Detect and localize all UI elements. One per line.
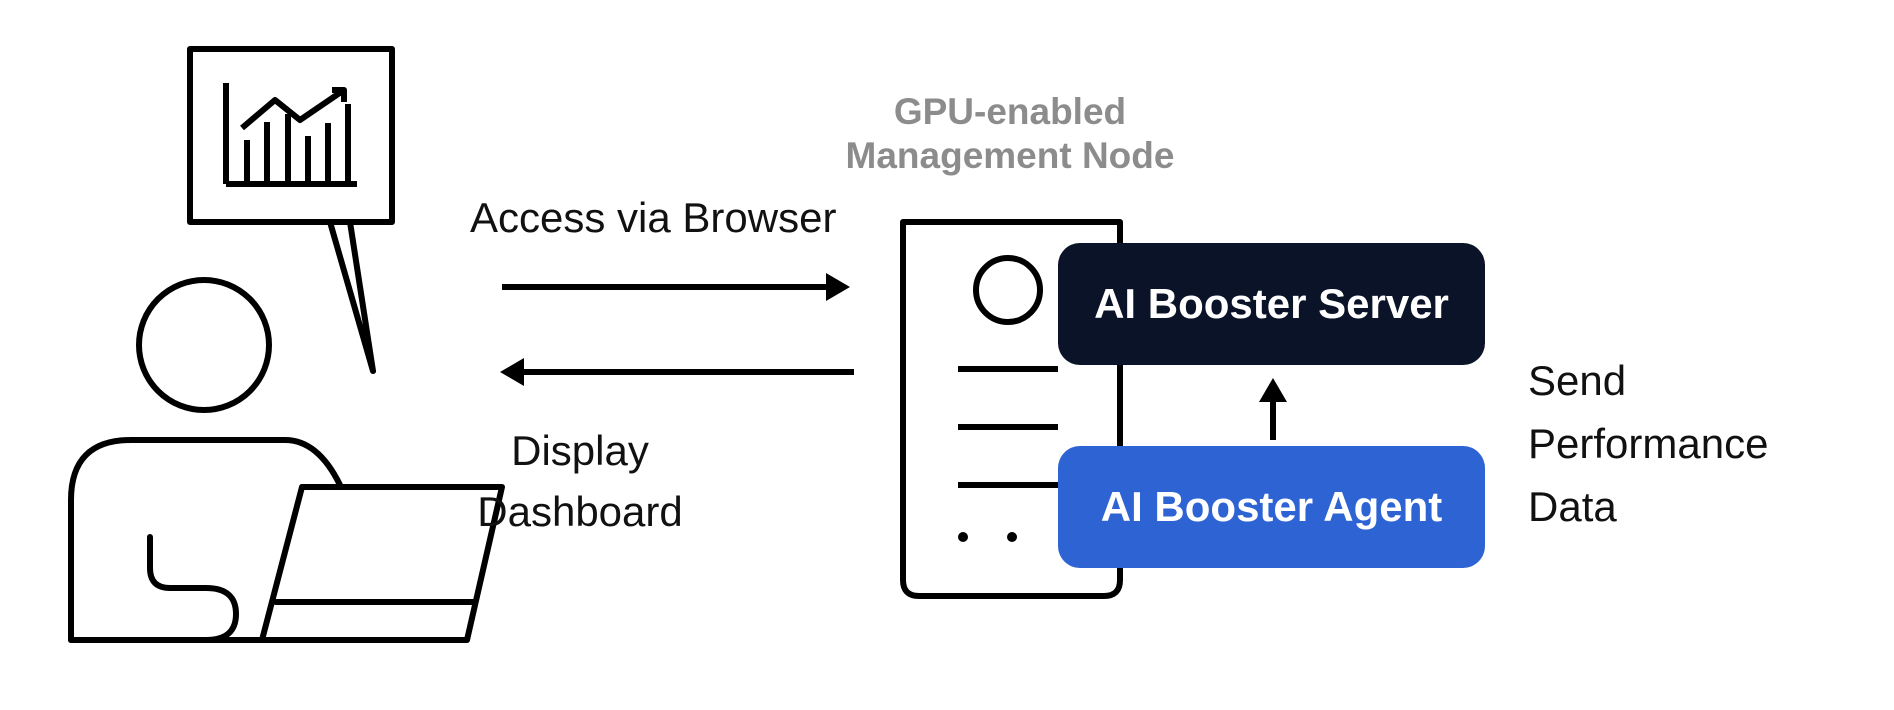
- display-arrow: [500, 358, 854, 386]
- speech-bubble-chart-icon: [187, 46, 395, 374]
- send-label-line2: Performance: [1528, 420, 1769, 467]
- display-label-line1: Display: [511, 427, 649, 474]
- access-arrow: [502, 273, 850, 301]
- user-at-laptop-icon: [68, 277, 505, 643]
- access-label: Access via Browser: [470, 194, 837, 241]
- ai-booster-agent-box: AI Booster Agent: [1058, 446, 1485, 568]
- ai-booster-server-box: AI Booster Server: [1058, 243, 1485, 365]
- send-label: Send Performance Data: [1528, 349, 1768, 538]
- send-label-line3: Data: [1528, 483, 1617, 530]
- node-title: GPU-enabled Management Node: [800, 90, 1220, 177]
- display-label-line2: Dashboard: [477, 488, 683, 536]
- server-dot: [958, 532, 968, 542]
- node-title-line2: Management Node: [845, 134, 1175, 176]
- server-icon: [900, 219, 1123, 599]
- send-label-line1: Send: [1528, 357, 1627, 404]
- display-label: Display Dashboard: [440, 420, 720, 543]
- server-dot: [1007, 532, 1017, 542]
- node-title-line1: GPU-enabled: [893, 91, 1127, 132]
- ai-booster-server-label: AI Booster Server: [1094, 280, 1449, 327]
- ai-booster-agent-label: AI Booster Agent: [1100, 483, 1443, 530]
- send-data-arrow: [1259, 378, 1287, 440]
